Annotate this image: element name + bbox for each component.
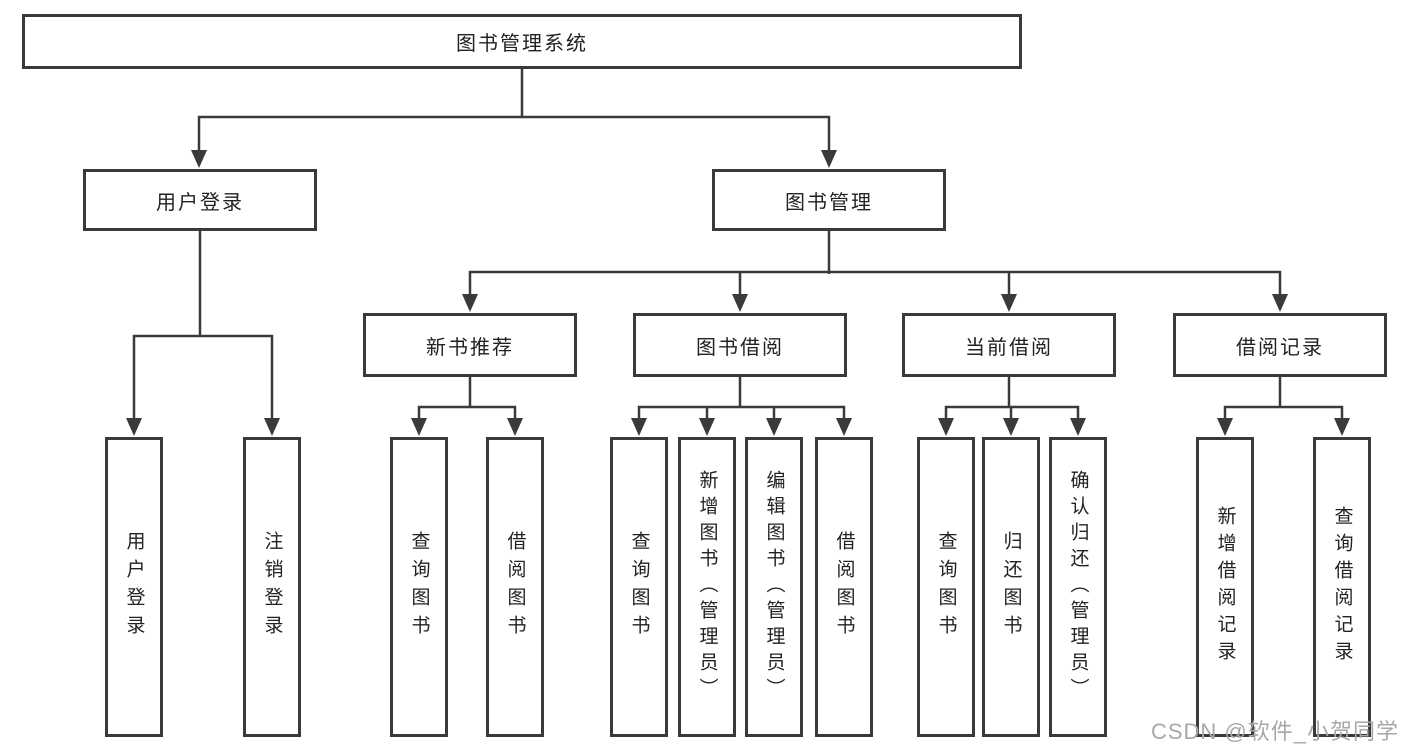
node-leaf-user-login: 用户登录	[105, 437, 163, 737]
node-leaf-add-borrow-record: 新增借阅记录	[1196, 437, 1254, 737]
node-borrowing-records: 借阅记录	[1173, 313, 1387, 377]
watermark: CSDN @软件_小贺同学	[1150, 719, 1399, 744]
node-leaf-borrow-books: 借阅图书	[815, 437, 873, 737]
node-root: 图书管理系统	[22, 14, 1022, 69]
node-leaf-confirm-return-admin: 确认归还（管理员）	[1049, 437, 1107, 737]
node-current-borrowing: 当前借阅	[902, 313, 1116, 377]
node-book-borrowing: 图书借阅	[633, 313, 847, 377]
node-leaf-add-books-admin: 新增图书（管理员）	[678, 437, 736, 737]
node-leaf-edit-books-admin: 编辑图书（管理员）	[745, 437, 803, 737]
node-book-management: 图书管理	[712, 169, 946, 231]
node-leaf-logout: 注销登录	[243, 437, 301, 737]
node-leaf-query-books-borrowing: 查询图书	[610, 437, 668, 737]
node-new-book-recommend: 新书推荐	[363, 313, 577, 377]
node-leaf-query-borrow-record: 查询借阅记录	[1313, 437, 1371, 737]
node-leaf-borrow-books-recommend: 借阅图书	[486, 437, 544, 737]
node-user-login: 用户登录	[83, 169, 317, 231]
node-leaf-query-books-current: 查询图书	[917, 437, 975, 737]
node-leaf-return-books: 归还图书	[982, 437, 1040, 737]
node-leaf-query-books-recommend: 查询图书	[390, 437, 448, 737]
